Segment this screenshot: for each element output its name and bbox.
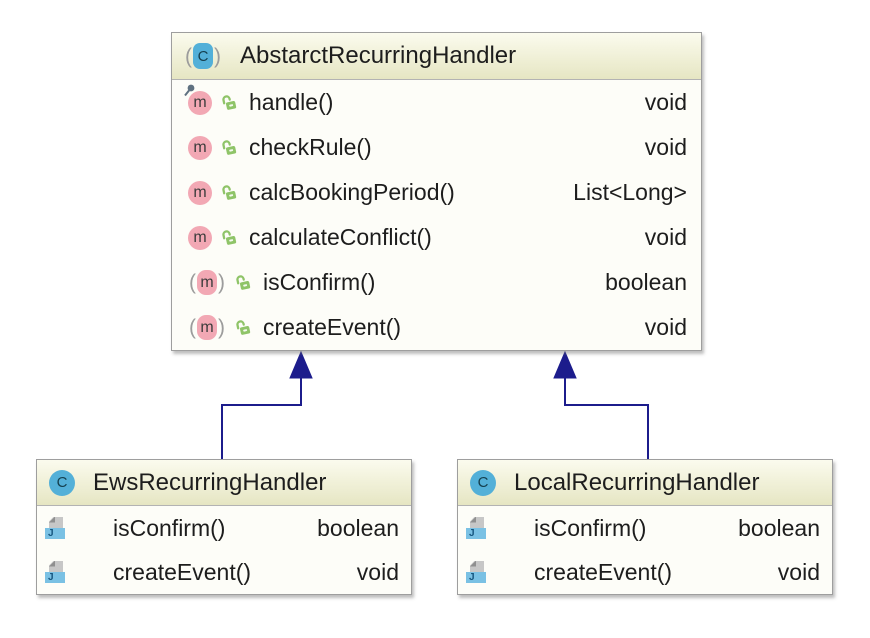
member-row-isConfirm[interactable]: (m) isConfirm() boolean: [172, 260, 701, 305]
method-badge: m: [188, 135, 212, 160]
member-return-type: void: [356, 558, 399, 585]
final-method-icon: m: [184, 84, 212, 115]
abstract-method-icon: (m): [188, 270, 226, 295]
class-title: AbstarctRecurringHandler: [240, 42, 517, 69]
abstract-paren-left: (: [189, 316, 196, 339]
class-icon: C: [49, 469, 75, 496]
method-icon: m: [188, 180, 212, 205]
member-name: handle(): [249, 89, 334, 115]
java-class-icon: J: [45, 516, 67, 540]
member-return-type: boolean: [738, 514, 820, 541]
java-class-icon: J: [45, 560, 67, 584]
public-visibility-lock-icon: [220, 93, 237, 112]
abstract-paren-right: ): [218, 271, 225, 294]
method-badge: m: [188, 225, 212, 250]
method-icon: m: [188, 225, 212, 250]
member-name: checkRule(): [249, 134, 372, 160]
member-name: createEvent(): [263, 314, 402, 340]
class-badge: C: [470, 469, 496, 496]
page-fold: [470, 560, 476, 567]
final-pin-icon: [183, 84, 196, 102]
java-badge: J: [466, 527, 486, 539]
java-class-icon: J: [466, 516, 488, 540]
member-return-type: void: [644, 224, 687, 250]
abstract-paren-left: (: [185, 44, 192, 68]
member-name: calculateConflict(): [249, 224, 432, 250]
member-return-type: void: [644, 314, 687, 340]
member-return-type: boolean: [605, 269, 687, 295]
member-row-checkRule[interactable]: m checkRule() void: [172, 125, 701, 170]
member-name: isConfirm(): [534, 514, 647, 541]
class-icon: C: [470, 469, 496, 496]
java-badge: J: [45, 571, 65, 583]
member-return-type: void: [644, 134, 687, 160]
page-fold: [470, 516, 476, 523]
class-title: EwsRecurringHandler: [93, 468, 327, 496]
class-header: C EwsRecurringHandler: [37, 460, 411, 506]
member-return-type: List<Long>: [573, 179, 687, 205]
method-icon: m: [188, 135, 212, 160]
java-badge: J: [466, 571, 486, 583]
abstract-paren-left: (: [189, 271, 196, 294]
public-visibility-lock-icon: [220, 228, 237, 247]
member-name: createEvent(): [534, 558, 673, 585]
public-visibility-lock-icon: [234, 273, 251, 292]
member-name: calcBookingPeriod(): [249, 179, 455, 205]
member-name: isConfirm(): [113, 514, 226, 541]
member-name: createEvent(): [113, 558, 252, 585]
method-badge: m: [197, 315, 217, 340]
member-row-createEvent[interactable]: (m) createEvent() void: [172, 305, 701, 350]
class-header: C LocalRecurringHandler: [458, 460, 832, 506]
abstract-method-icon: (m): [188, 315, 226, 340]
edge-local-extends-abstract[interactable]: [553, 350, 649, 460]
member-row-calcBookingPeriod[interactable]: m calcBookingPeriod() List<Long>: [172, 170, 701, 215]
member-return-type: void: [644, 89, 687, 115]
abstract-class-icon: ( C ): [184, 43, 222, 69]
class-node-abstarct-recurring-handler[interactable]: ( C ) AbstarctRecurringHandler m handle()…: [171, 32, 702, 351]
member-row-calculateConflict[interactable]: m calculateConflict() void: [172, 215, 701, 260]
public-visibility-lock-icon: [234, 318, 251, 337]
public-visibility-lock-icon: [220, 138, 237, 157]
method-badge: m: [188, 180, 212, 205]
edge-ews-extends-abstract[interactable]: [221, 350, 313, 460]
java-badge: J: [45, 527, 65, 539]
member-return-type: boolean: [317, 514, 399, 541]
abstract-paren-right: ): [214, 44, 221, 68]
method-badge: m: [188, 90, 212, 115]
class-header: ( C ) AbstarctRecurringHandler: [172, 33, 701, 80]
public-visibility-lock-icon: [220, 183, 237, 202]
method-badge: m: [197, 270, 217, 295]
java-class-icon: J: [466, 560, 488, 584]
class-badge: C: [49, 469, 75, 496]
class-badge: C: [193, 43, 213, 69]
member-name: isConfirm(): [263, 269, 376, 295]
page-fold: [49, 560, 55, 567]
member-return-type: void: [777, 558, 820, 585]
member-row-handle[interactable]: m handle() void: [172, 80, 701, 125]
abstract-paren-right: ): [218, 316, 225, 339]
page-fold: [49, 516, 55, 523]
class-title: LocalRecurringHandler: [514, 468, 760, 496]
member-list: m handle() void m checkRule() void m calcBookin…: [172, 80, 701, 350]
